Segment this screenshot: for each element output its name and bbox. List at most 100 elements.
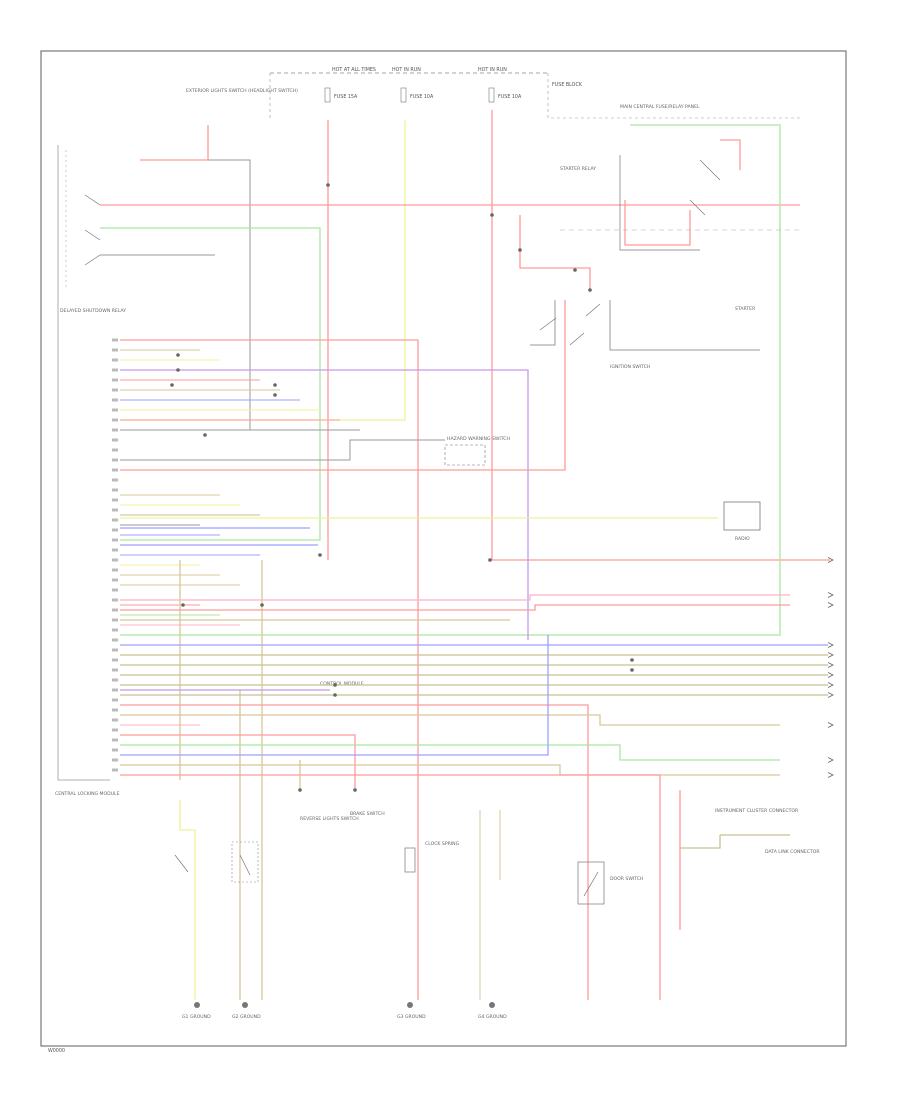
wire-10 [720,139,741,170]
label-hot-in-run: HOT IN RUN [392,67,421,73]
starter-label: STARTER [735,306,756,312]
pin-tick [112,698,118,702]
ignition-switch-label: IGNITION SWITCH [610,364,650,370]
pin-tick [112,538,118,542]
pin-tick [112,728,118,732]
component-shapes [65,150,800,905]
wire-68 [120,714,780,726]
ground-g1-label: G1 GROUND [182,1014,211,1020]
radio-box [723,501,761,531]
connector-dot-0 [326,183,330,187]
wire-69 [120,734,356,790]
pin-tick [112,688,118,692]
module-outline [57,145,110,781]
relay-box [619,155,700,251]
delayed-shutdown-relay-label: DELAYED SHUTDOWN RELAY [60,308,126,314]
pin-labels [112,338,118,772]
terminal-arrows [827,557,834,778]
fuse-2 [400,87,407,103]
pin-tick [112,618,118,622]
fuse-2-label: FUSE 10A [410,94,434,100]
connector-dot-4 [170,383,174,387]
pin-tick [112,598,118,602]
wire-11 [624,200,691,246]
ground-g4-symbol [489,1002,495,1008]
pin-tick [112,768,118,772]
hazard-warning-label: HAZARD WARNING SWITCH [447,436,510,442]
wire-26 [120,439,445,461]
reverse-lights-label: REVERSE LIGHTS SWITCH [300,816,359,822]
pin-tick [112,458,118,462]
pin-tick [112,378,118,382]
pin-tick [112,748,118,752]
clock-spring-label: CLOCK SPRING [425,841,460,847]
connector-dot-5 [273,383,277,387]
connector-dot-2 [176,353,180,357]
clock-spring-shape [404,847,416,873]
connector-dot-14 [630,658,634,662]
pin-tick [112,438,118,442]
central-locking-module-label: CENTRAL LOCKING MODULE [55,791,120,797]
pin-tick [112,738,118,742]
brake-switch-box [231,841,259,883]
label-fuse-block: FUSE BLOCK [552,82,583,88]
terminal-arrow-4 [827,652,834,658]
wire-12 [530,300,556,346]
pin-tick [112,418,118,422]
pin-tick [112,358,118,362]
door-switch-contact [583,871,599,897]
pin-tick [112,658,118,662]
wire-27 [120,300,566,471]
terminal-arrow-6 [827,672,834,678]
pin-tick [112,388,118,392]
pin-tick [112,568,118,572]
ground-g1-symbol [194,1002,200,1008]
relay-contacts [689,159,721,216]
connector-dot-13 [333,693,337,697]
terminal-arrow-8 [827,692,834,698]
connector-dot-7 [203,433,207,437]
ground-g2-label: G2 GROUND [232,1014,261,1020]
power-rail: HOT AT ALL TIMES HOT IN RUN HOT IN RUN F… [269,67,800,120]
connector-dot-20 [588,288,592,292]
terminal-arrow-10 [827,757,834,763]
terminal-arrow-1 [827,592,834,598]
terminal-arrow-7 [827,682,834,688]
pin-tick [112,428,118,432]
terminal-arrow-5 [827,662,834,668]
pin-tick [112,758,118,762]
connector-dot-19 [573,268,577,272]
diagram-code: W0000 [48,1048,65,1054]
wire-2 [491,110,830,561]
grounds [194,1002,495,1008]
hazard-box [444,444,486,466]
wire-3 [140,125,209,161]
connector-dot-6 [273,393,277,397]
connector-dot-18 [518,248,522,252]
wire-13 [609,300,760,351]
wire-83 [680,835,721,849]
pin-tick [112,508,118,512]
pin-tick [112,398,118,402]
pin-tick [112,558,118,562]
pin-tick [112,638,118,642]
ground-g3-label: G3 GROUND [397,1014,426,1020]
pin-tick [112,528,118,532]
pin-tick [112,488,118,492]
pin-tick [112,588,118,592]
connector-dot-8 [488,558,492,562]
pin-tick [112,498,118,502]
wire-67 [120,704,589,1000]
instrument-cluster-label: INSTRUMENT CLUSTER CONNECTOR [715,808,799,814]
wire-73 [120,774,661,1000]
connector-dot-15 [630,668,634,672]
ground-g3-symbol [407,1002,413,1008]
pin-tick [112,368,118,372]
terminal-arrow-2 [827,602,834,608]
pin-tick [112,518,118,522]
connector-dot-12 [333,683,337,687]
pin-tick [112,448,118,452]
connector-dot-11 [181,603,185,607]
wire-72 [120,764,780,776]
wire-79 [179,800,196,1000]
